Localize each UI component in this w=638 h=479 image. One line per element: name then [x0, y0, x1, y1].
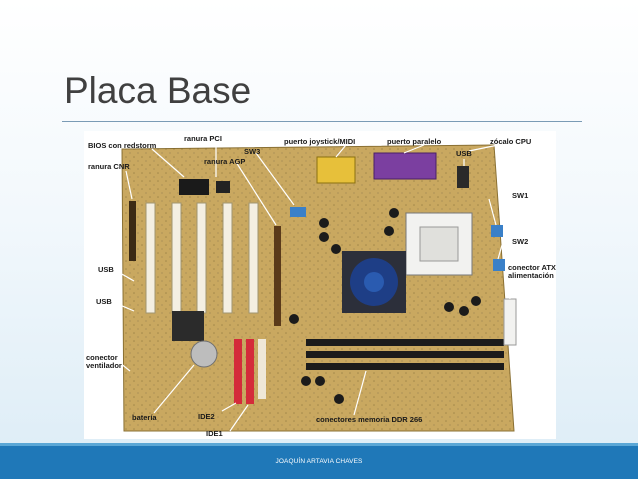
label-atx: conector ATX: [508, 263, 556, 272]
joystick-port: [316, 156, 356, 184]
ide2-connector: [234, 339, 242, 404]
label-ddr: conectores memoria DDR 266: [316, 415, 423, 424]
label-bateria: batería: [132, 413, 157, 422]
motherboard-illustration: [84, 131, 556, 439]
label-joystick: puerto joystick/MIDI: [284, 137, 356, 146]
label-ventilador: ventilador: [86, 361, 122, 370]
slide-title: Placa Base: [64, 70, 252, 111]
label-sw1: SW1: [512, 191, 529, 200]
sw1-switch: [491, 225, 503, 237]
cmos-battery: [190, 340, 218, 368]
label-conector: conector: [86, 353, 118, 362]
label-alimentacion: alimentación: [508, 271, 554, 280]
footer-accent-bar: [0, 443, 638, 446]
ddr-slots: [306, 339, 504, 370]
label-sw3: SW3: [244, 147, 261, 156]
atx-power-connector: [503, 298, 517, 346]
label-pci: ranura PCI: [184, 134, 222, 143]
label-usb-left-1: USB: [98, 265, 114, 274]
footer-author: JOAQUÍN ARTAVIA CHAVES: [275, 458, 363, 465]
sw2-switch: [493, 259, 505, 271]
label-zocalo: zócalo CPU: [490, 137, 532, 146]
motherboard-photo: BIOS con redstorm ranura PCI ranura CNR …: [84, 131, 556, 439]
label-bios: BIOS con redstorm: [88, 141, 157, 150]
chipset-fan: [342, 251, 406, 313]
footer-bar: [0, 446, 638, 479]
title-divider: [62, 121, 582, 122]
usb-port-top: [457, 166, 469, 188]
label-cnr: ranura CNR: [88, 162, 130, 171]
capacitors: [289, 208, 481, 404]
label-paralelo: puerto paralelo: [387, 137, 442, 146]
callout-lines: [119, 143, 511, 432]
label-sw2: SW2: [512, 237, 529, 246]
label-ide1: IDE1: [206, 429, 223, 438]
parallel-port: [373, 152, 437, 180]
agp-slot: [274, 226, 281, 326]
cnr-slot: [129, 201, 136, 261]
pci-slots: [145, 202, 259, 314]
bios-chip: [179, 179, 209, 195]
label-usb-left-2: USB: [96, 297, 112, 306]
ide1-connector: [246, 339, 254, 404]
label-usb-top: USB: [456, 149, 472, 158]
label-ide2: IDE2: [198, 412, 215, 421]
sw3-switch: [290, 207, 306, 217]
label-agp: ranura AGP: [204, 157, 246, 166]
southbridge-chip: [172, 311, 204, 341]
